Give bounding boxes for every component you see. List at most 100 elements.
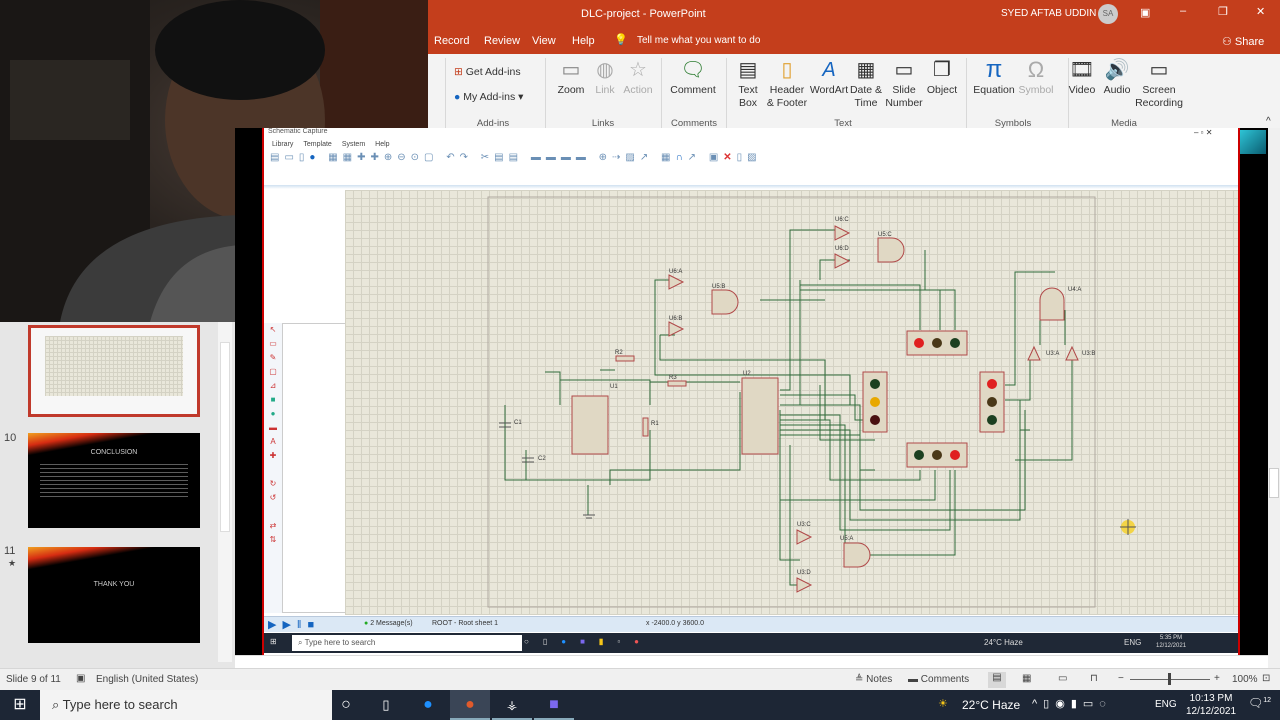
object-icon: ❐: [933, 59, 951, 81]
ribbon: ⊞ Get Add-ins ● My Add-ins ▾ Add-ins ▭Zo…: [428, 54, 1280, 130]
simulation-controls[interactable]: ▶▶‖■: [268, 619, 321, 631]
thumbnail-scrollbar[interactable]: [218, 322, 232, 662]
inner-weather[interactable]: 24°C Haze: [984, 638, 1023, 647]
my-addins-button[interactable]: ● My Add-ins ▾: [454, 91, 524, 103]
spellcheck-icon[interactable]: ▣: [76, 673, 86, 684]
video-button[interactable]: 🎞Video: [1068, 59, 1096, 96]
cortana-icon[interactable]: ○: [341, 696, 351, 713]
notification-center-icon[interactable]: 🗨12: [1248, 696, 1272, 710]
audio-button[interactable]: 🔊Audio: [1103, 59, 1131, 96]
fit-slide-button[interactable]: ⊡: [1262, 673, 1271, 684]
ribbon-tabs: Record Review View Help 💡 Tell me what y…: [428, 28, 1280, 54]
minimize-button[interactable]: –: [1180, 5, 1187, 17]
powerpoint-icon[interactable]: ●: [450, 690, 490, 720]
slide-number-button[interactable]: ▭Slide Number: [885, 59, 923, 109]
label-u3b: U3:B: [1082, 351, 1095, 357]
inner-taskbar-apps[interactable]: ○▯●■▮▫●: [524, 637, 654, 646]
schematic-canvas[interactable]: [345, 190, 1238, 615]
inner-lang[interactable]: ENG: [1124, 638, 1142, 647]
user-name[interactable]: SYED AFTAB UDDIN: [1001, 8, 1097, 19]
zoom-slider-thumb[interactable]: [1168, 673, 1171, 685]
slide-thumbnail-9[interactable]: [28, 325, 200, 417]
taskbar-search-box[interactable]: ⌕ Type here to search: [40, 690, 332, 720]
resistor-r1: [642, 417, 649, 437]
title-bar: DLC-project - PowerPoint SYED AFTAB UDDI…: [428, 0, 1280, 28]
component-labels: U6:A U6:B U6:C U6:D U5:A U5:B U5:C U3:C …: [514, 217, 1095, 576]
lamps: [870, 338, 997, 460]
device-selector-panel[interactable]: [282, 323, 347, 613]
close-button[interactable]: ✕: [1256, 6, 1266, 18]
horizontal-scrollbar[interactable]: [235, 655, 1268, 668]
text-box-button[interactable]: ▤Text Box: [732, 58, 764, 110]
tab-record[interactable]: Record: [434, 35, 470, 47]
action-button[interactable]: ☆Action: [623, 59, 653, 96]
input-language[interactable]: ENG: [1155, 699, 1177, 710]
object-button[interactable]: ❐Object: [926, 59, 958, 96]
zoom-button[interactable]: ▭Zoom: [557, 59, 585, 96]
normal-view-button[interactable]: ▤: [988, 672, 1006, 688]
get-addins-button[interactable]: ⊞ Get Add-ins: [454, 66, 521, 78]
tab-review[interactable]: Review: [484, 35, 521, 47]
teams-icon[interactable]: ■: [534, 690, 574, 720]
slideshow-button[interactable]: ⊓: [1090, 673, 1098, 684]
collapse-ribbon-icon[interactable]: ^: [1266, 116, 1271, 127]
proteus-toolbar[interactable]: ▤▭▯● ▦▦✚✚⊕⊖⊙▢ ↶↷ ✂▤▤ ▬▬▬▬ ⊕⇢▨↗ ▦∩↗ ▣✕▯▨: [270, 152, 1230, 168]
slide-thumbnail-11[interactable]: THANK YOU: [28, 547, 200, 643]
zoom-level[interactable]: 100%: [1232, 674, 1258, 685]
weather-widget[interactable]: 22°C Haze: [962, 698, 1021, 712]
group-label: Symbols: [994, 118, 1032, 129]
date-time-button[interactable]: ▦Date & Time: [849, 59, 883, 109]
mode-toolbar[interactable]: ↖▭✎▢⊿■●▬A✚↻↺⇄⇅: [264, 323, 282, 613]
slide-thumbnail-10[interactable]: CONCLUSION: [28, 433, 200, 528]
scrollbar-thumb[interactable]: [220, 342, 230, 532]
tab-help[interactable]: Help: [572, 35, 595, 47]
edge-icon[interactable]: ●: [423, 696, 433, 713]
and-gate-u5b: [711, 289, 739, 315]
link-button[interactable]: ◍Link: [592, 58, 618, 97]
screen-recording-button[interactable]: ▭Screen Recording: [1135, 59, 1183, 109]
proteus-title: Schematic Capture: [268, 128, 328, 135]
system-tray-icons[interactable]: ^▯◉▮▭◌: [1032, 698, 1112, 710]
task-view-icon[interactable]: ▯: [382, 697, 390, 712]
restore-button[interactable]: ❐: [1218, 6, 1228, 18]
scrollbar-thumb[interactable]: [1269, 468, 1279, 498]
proteus-window-controls[interactable]: – ▫ ✕: [1194, 128, 1213, 137]
label-u1: U1: [610, 384, 618, 390]
slide-sorter-button[interactable]: ▦: [1022, 673, 1032, 684]
toolbar-divider: [264, 185, 1238, 189]
share-button[interactable]: ⚇ Share: [1222, 36, 1265, 48]
ribbon-display-icon[interactable]: ▣: [1140, 7, 1151, 19]
header-footer-button[interactable]: ▯Header & Footer: [766, 59, 808, 109]
reading-view-button[interactable]: ▭: [1058, 673, 1068, 684]
label-u3d: U3:D: [797, 570, 811, 576]
comments-button[interactable]: ▬ Comments: [908, 674, 970, 685]
toolbar-icons[interactable]: ▤▭▯● ▦▦✚✚⊕⊖⊙▢ ↶↷ ✂▤▤ ▬▬▬▬ ⊕⇢▨↗ ▦∩↗ ▣✕▯▨: [270, 152, 762, 163]
windows-start-icon[interactable]: ⊞: [270, 637, 277, 646]
vertical-scrollbar[interactable]: [1268, 128, 1280, 668]
menu-library[interactable]: Library: [272, 141, 294, 148]
proteus-app-icon[interactable]: ⚶: [492, 690, 532, 720]
zoom-out-button[interactable]: −: [1118, 673, 1124, 684]
tab-view[interactable]: View: [532, 35, 556, 47]
language-indicator[interactable]: English (United States): [96, 674, 199, 685]
zoom-in-button[interactable]: +: [1214, 673, 1220, 684]
label-r1: R1: [651, 421, 659, 427]
tell-me-search[interactable]: Tell me what you want to do: [637, 35, 761, 46]
menu-template[interactable]: Template: [303, 141, 332, 148]
menu-help[interactable]: Help: [375, 141, 390, 148]
messages-indicator[interactable]: ● 2 Message(s): [364, 620, 413, 627]
wires: [504, 229, 1073, 586]
slide-decoration: [1240, 130, 1266, 154]
comment-button[interactable]: 🗨Comment: [670, 59, 716, 96]
inner-search-box[interactable]: ⌕ Type here to search: [292, 635, 522, 651]
notes-button[interactable]: ≜ Notes: [855, 674, 893, 685]
avatar[interactable]: SA: [1098, 4, 1118, 24]
menu-system[interactable]: System: [341, 141, 366, 148]
speaker-icon: 🔊: [1104, 59, 1130, 81]
windows-start-icon[interactable]: ⊞: [13, 696, 27, 713]
